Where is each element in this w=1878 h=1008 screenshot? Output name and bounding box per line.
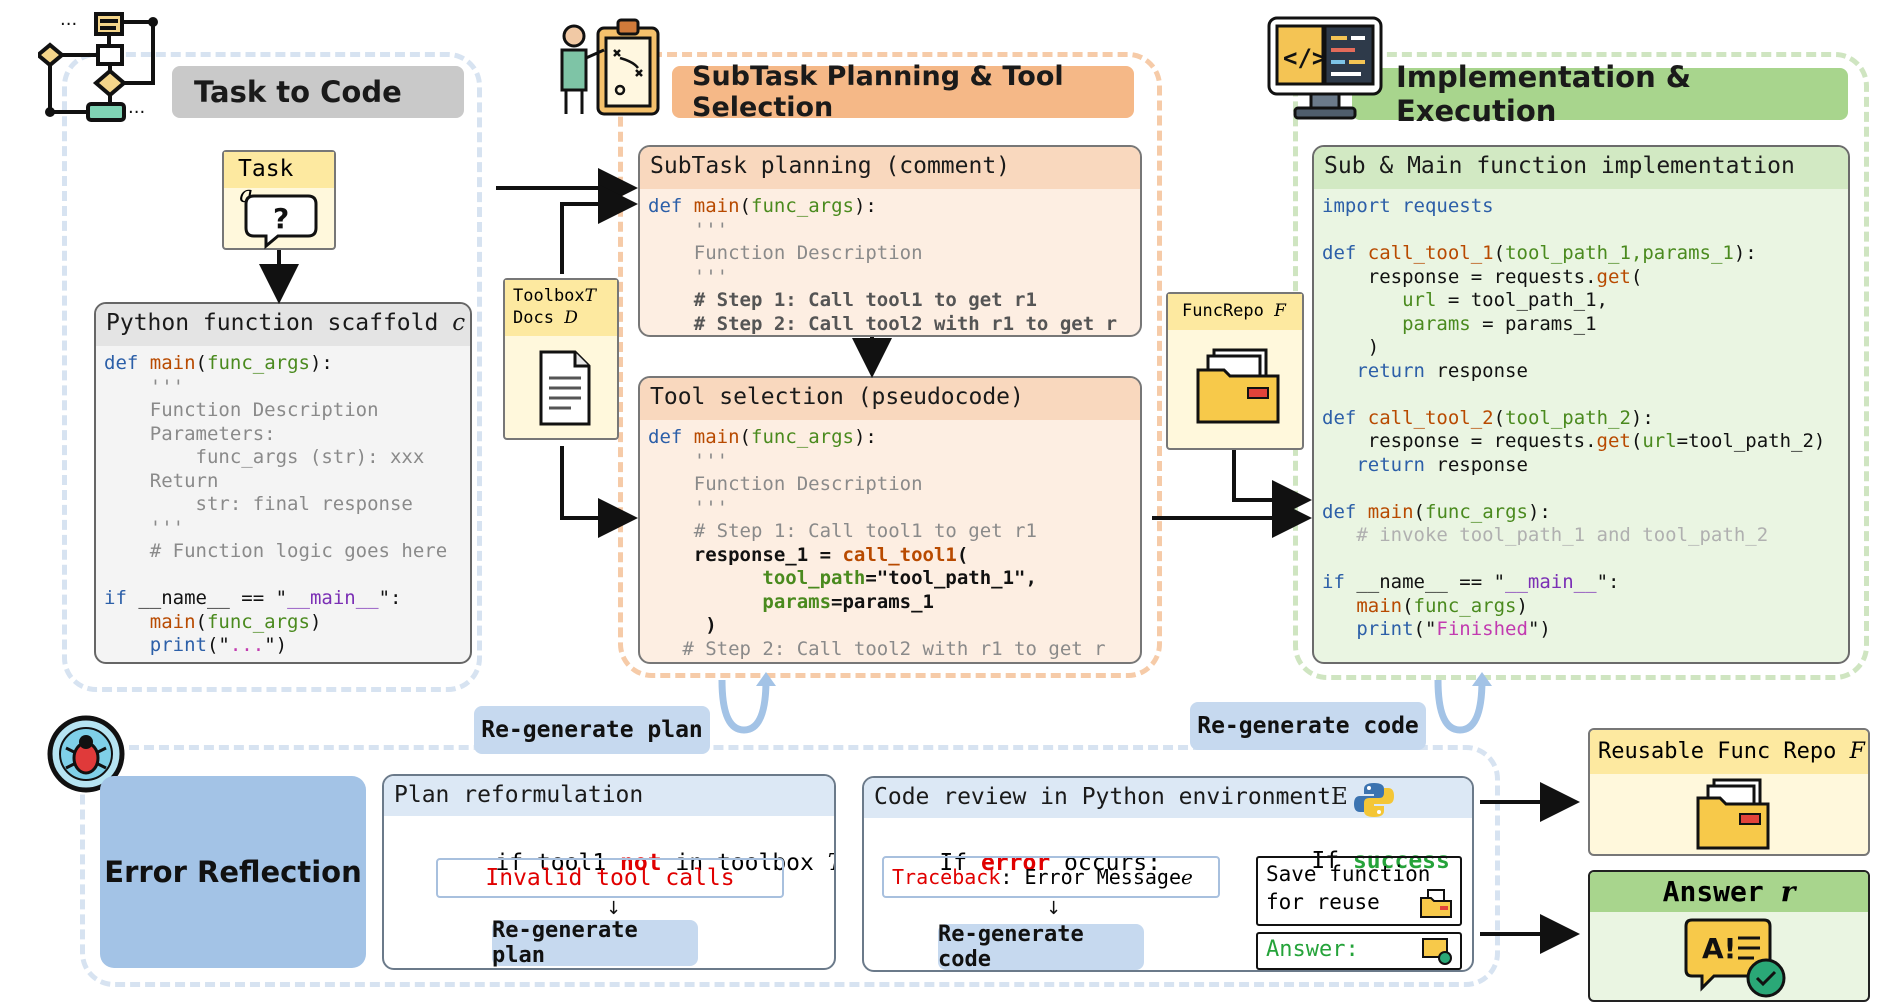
plan-cond-pre: if tool1 [495,850,621,876]
svg-text:···: ··· [60,14,77,35]
save-function-box: Save function for reuse [1256,856,1462,926]
task-label: Task [238,156,294,182]
subtask-planning-header: SubTask Planning & Tool Selection [672,61,1134,123]
funcrepo-symbol: F [1274,301,1286,321]
mini-folder-icon [1420,889,1452,918]
if-error-pre: If [939,850,981,876]
presenter-strategy-icon [560,18,660,116]
if-error-word: error [980,850,1051,876]
traceback-key: Traceback [892,865,1001,889]
mini-answer-icon [1422,938,1452,965]
traceback-value: : Error Message [1000,865,1181,889]
task-to-code-region [62,52,482,692]
save-function-text: Save function [1266,862,1431,886]
answer-box: Answer r A! [1588,870,1870,1002]
scaffold-symbol: c [452,310,466,336]
reusable-func-repo-box: Reusable Func Repo F [1588,728,1870,856]
code-down-arrow: ↓ [1046,898,1062,919]
task-to-code-header: Task to Code [172,66,464,118]
subtask-code: def main(func_args): ''' Function Descri… [648,195,1118,335]
code-review-card: Code review in Python environmentE If er… [862,776,1474,972]
toolbox-docs-box: ToolboxT Docs D [503,278,619,440]
toolbox-symbol: T [584,286,596,306]
task-box: Task q ? [222,150,336,250]
subtask-region [618,52,1162,678]
traceback-box: Traceback: Error Message e [882,856,1220,898]
plan-down-arrow: ↓ [606,898,622,919]
answer-mini-box: Answer: [1256,932,1462,970]
answer-icon: A! [1684,918,1786,998]
scaffold-title: Python function scaffold [106,310,439,336]
python-logo-icon [1354,783,1394,817]
implementation-card: Sub & Main function implementation impor… [1312,145,1850,664]
document-icon [539,350,591,426]
tool-selection-card: Tool selection (pseudocode) def main(fun… [638,376,1142,664]
error-reflection-region [80,745,1500,987]
tool-card-title: Tool selection (pseudocode) [650,384,1024,410]
regen-code-pill: Re-generate code [938,922,1144,970]
docs-label: Docs [513,308,554,328]
code-review-symbol: E [1330,784,1348,810]
code-review-title: Code review in Python environment [874,784,1331,810]
answer-mini-text: Answer: [1266,937,1359,962]
subtask-planning-card: SubTask planning (comment) def main(func… [638,145,1142,337]
reusable-folder-icon [1696,778,1770,850]
reusable-symbol: F [1849,739,1865,764]
flowchart-icon: ··· ··· [38,12,158,123]
svg-text:?: ? [273,202,289,235]
svg-text:</>: </> [1283,44,1326,72]
plan-reform-title: Plan reformulation [394,782,644,808]
subtask-card-title: SubTask planning (comment) [650,153,1011,179]
scaffold-card: Python function scaffold c def main(func… [94,302,472,664]
reusable-label: Reusable Func Repo [1598,739,1837,764]
plan-reformulation-card: Plan reformulation if tool1 not in toolb… [382,774,836,970]
for-reuse-text: for reuse [1266,890,1380,914]
traceback-symbol: e [1181,865,1193,889]
speech-question-icon: ? [244,194,318,250]
implementation-code: import requests def call_tool_1(tool_pat… [1322,195,1826,640]
plan-cond-post: in toolbox [661,850,814,876]
svg-text:A!: A! [1702,932,1736,965]
regen-code-pill-top: Re-generate code [1190,702,1426,750]
answer-symbol: r [1780,875,1796,908]
bug-magnifier-icon [47,715,150,818]
implementation-header: Implementation & Execution [1352,60,1848,128]
error-reflection-box: Error Reflection [100,776,366,968]
funcrepo-label: FuncRepo [1182,301,1264,321]
if-error-post: occurs: [1050,850,1161,876]
invalid-tool-calls-box: Invalid tool calls [436,858,784,898]
impl-card-title: Sub & Main function implementation [1324,153,1795,179]
answer-label: Answer [1662,875,1764,908]
code-monitor-icon: </> [1267,16,1383,120]
scaffold-code: def main(func_args): ''' Function Descri… [104,352,448,656]
regen-plan-pill: Re-generate plan [492,918,698,968]
if-success-word: success [1352,848,1450,874]
toolbox-label: Toolbox [513,286,585,306]
regen-plan-pill-top: Re-generate plan [474,706,710,754]
plan-cond-symbol: T [828,850,834,876]
funcrepo-box: FuncRepo F [1166,292,1304,450]
plan-cond-not: not [620,850,662,876]
if-success-pre: If [1311,848,1353,874]
docs-symbol: D [564,308,578,328]
tool-selection-code: def main(func_args): ''' Function Descri… [648,426,1106,660]
svg-text:···: ··· [128,102,145,123]
folder-icon [1196,348,1280,424]
